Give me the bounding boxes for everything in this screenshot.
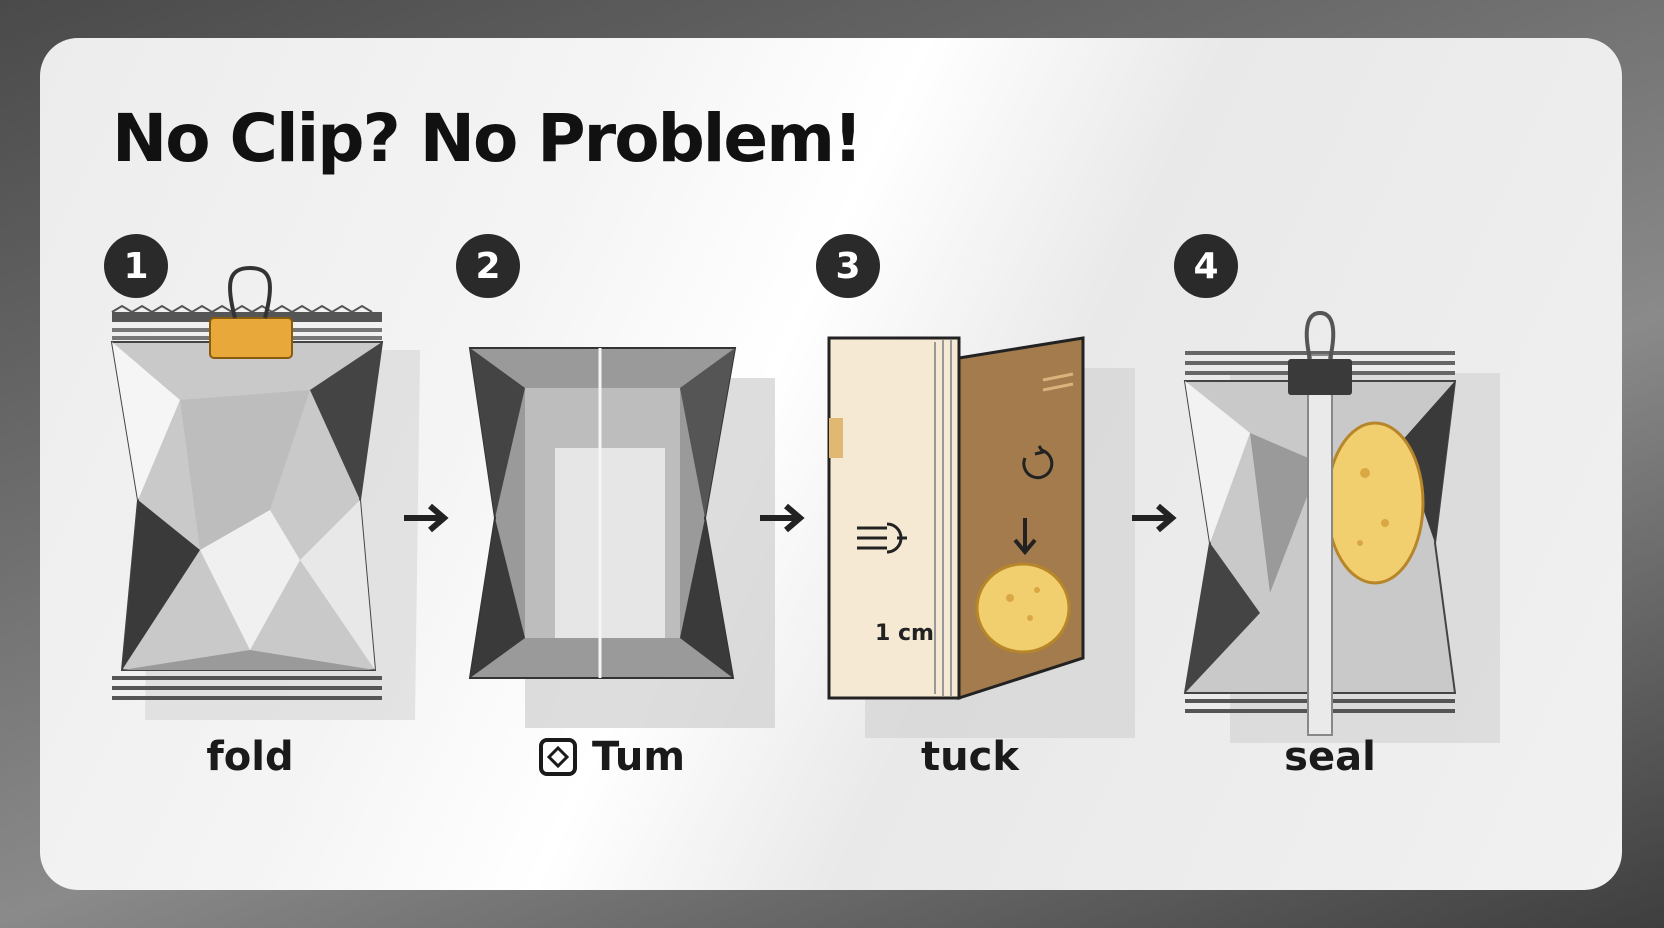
step-4-label: seal	[1284, 734, 1376, 780]
step-3-label: tuck	[921, 734, 1019, 780]
page-title: No Clip? No Problem!	[112, 100, 863, 177]
bag-with-binder-clip-illustration	[110, 265, 420, 720]
sealed-bag-illustration	[1183, 310, 1500, 743]
infographic-card: No Clip? No Problem! 1 2 3 4	[40, 38, 1622, 890]
turn-icon	[539, 738, 577, 776]
arrow-right-icon	[760, 503, 805, 533]
step-2-badge: 2	[456, 234, 520, 298]
step-4-badge: 4	[1174, 234, 1238, 298]
folded-bag-illustration	[468, 347, 775, 728]
step-3-badge: 3	[816, 234, 880, 298]
arrow-right-icon	[1132, 503, 1177, 533]
arrow-right-icon	[404, 503, 449, 533]
box-tuck-illustration: 1 cm	[827, 336, 1135, 738]
step-2-label: Tum	[592, 734, 686, 780]
step-1-badge: 1	[104, 234, 168, 298]
step-2-label-group: Tum	[538, 734, 685, 780]
step-1-label: fold	[206, 734, 294, 780]
measure-label: 1 cm	[875, 621, 934, 646]
